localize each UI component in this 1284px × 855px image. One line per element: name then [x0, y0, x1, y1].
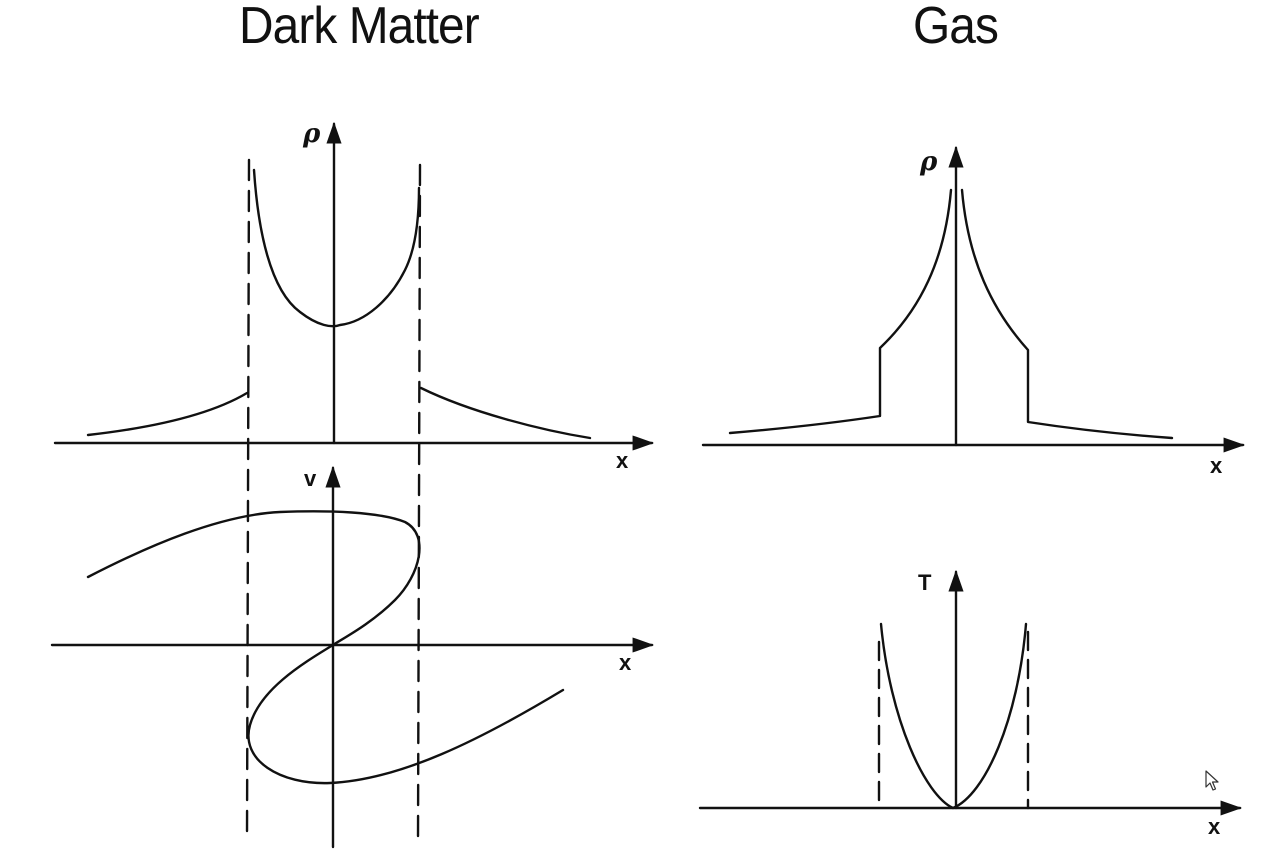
dm-density-core [252, 168, 421, 328]
dm-density-panel [53, 121, 655, 451]
gas-density-panel [701, 145, 1246, 453]
dark-matter-title: Dark Matter [239, 0, 480, 55]
gas-temperature-panel [698, 569, 1243, 816]
gas-density-x-label: x [1210, 453, 1223, 478]
gas-density-axis-label: ρ [919, 147, 938, 177]
dm-phase-space-curve [86, 510, 565, 785]
gas-temperature-axis-label: T [918, 570, 932, 595]
arrow-pointer-icon [1205, 770, 1219, 791]
dm-velocity-panel [50, 465, 655, 849]
dm-velocity-axis-label: v [304, 466, 317, 491]
dm-density-axis-label: ρ [302, 119, 321, 149]
gas-title: Gas [913, 0, 999, 55]
dm-caustic-right-line [416, 163, 422, 842]
dm-density-x-label: x [616, 448, 629, 473]
dm-density-right-tail [419, 386, 592, 440]
dm-caustic-left-line [245, 158, 251, 839]
gas-density-right-profile [960, 188, 1174, 440]
gas-density-left-profile [728, 188, 953, 435]
gas-temperature-x-label: x [1208, 814, 1221, 839]
dm-density-left-tail [86, 391, 249, 437]
gas-temperature-curve [879, 622, 1028, 810]
dm-velocity-x-label: x [619, 650, 632, 675]
